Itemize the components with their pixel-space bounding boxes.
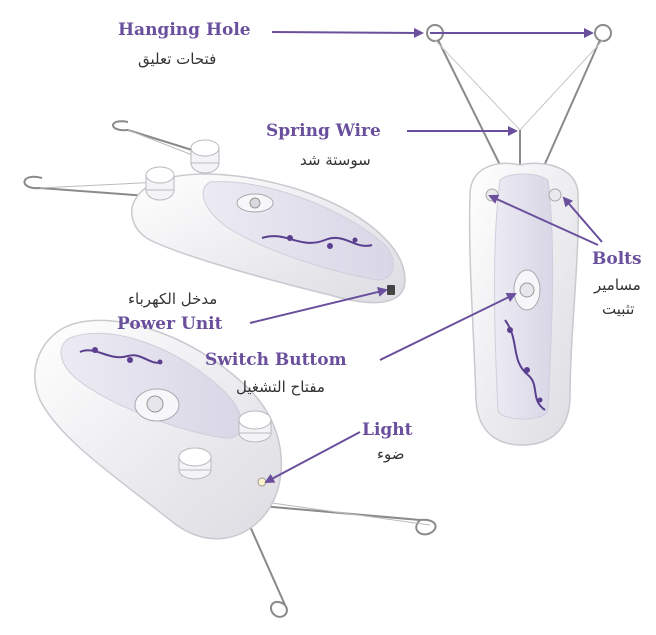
wire-bottom-1 <box>249 504 437 536</box>
label-light-ar: ضوء <box>377 445 405 463</box>
arrow-power-unit <box>249 287 388 324</box>
arrow-hanging-hole-left <box>271 27 424 38</box>
arrow-light <box>264 431 361 483</box>
label-bolts: Bolts <box>592 249 642 269</box>
label-bolts-ar-2: تثبيت <box>602 300 635 318</box>
label-spring-wire-ar: سوستة شد <box>300 151 371 169</box>
arrow-bolt-left <box>488 194 599 246</box>
label-switch-button: Switch Buttom <box>205 350 347 370</box>
label-switch-button-ar: مفتاح التشغيل <box>236 378 325 396</box>
label-hanging-hole: Hanging Hole <box>118 20 251 40</box>
device-side-view <box>23 120 406 304</box>
hanging-hole-right <box>594 24 612 42</box>
arrow-bolt-right <box>562 196 603 243</box>
label-power-unit-ar: مدخل الكهرباء <box>128 290 218 308</box>
wire-bottom-2 <box>244 514 288 618</box>
device-top-view <box>34 319 437 618</box>
wire-top-left <box>112 120 193 151</box>
label-bolts-ar-1: مسامير <box>594 276 641 294</box>
device-front-view <box>426 24 612 446</box>
arrow-switch-button <box>379 293 517 361</box>
label-hanging-hole-ar: فتحات تعليق <box>138 50 217 68</box>
label-spring-wire: Spring Wire <box>266 121 381 141</box>
wire-top-left-2 <box>23 175 149 197</box>
label-power-unit: Power Unit <box>117 314 223 334</box>
label-light: Light <box>362 420 413 440</box>
